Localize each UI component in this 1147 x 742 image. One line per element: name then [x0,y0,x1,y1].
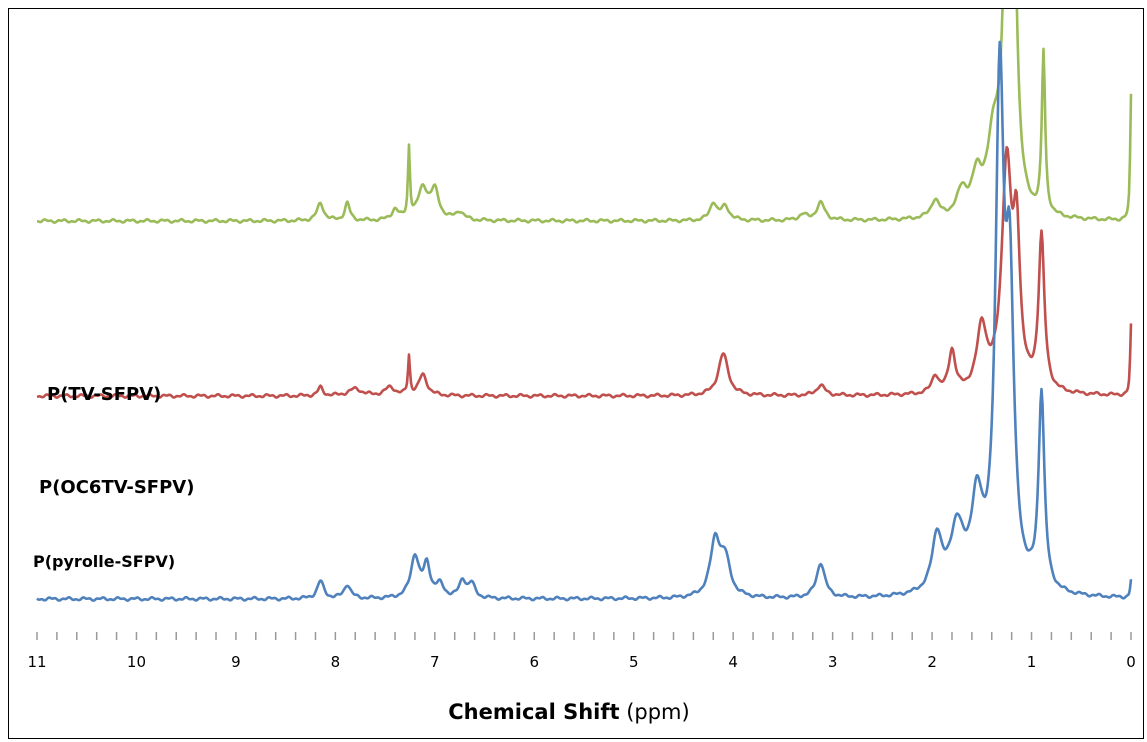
x-tick-label: 3 [828,653,838,671]
series-label-tv-sfpv: P(TV-SFPV) [47,384,161,405]
x-tick-label: 9 [231,653,241,671]
x-tick-label: 4 [728,653,738,671]
x-tick-label: 2 [927,653,937,671]
x-tick-label: 8 [331,653,341,671]
nmr-spectrum-chart: P(TV-SFPV) P(OC6TV-SFPV) P(pyrolle-SFPV)… [27,9,1136,724]
x-axis-title-unit: (ppm) [620,700,690,724]
x-tick-label: 0 [1126,653,1136,671]
x-tick-label: 5 [629,653,639,671]
x-axis-title: Chemical Shift (ppm) [448,700,689,724]
series-line-p-tv-sfpv [36,9,1133,224]
x-axis-title-main: Chemical Shift [448,700,619,724]
series-line-p-pyrolle-sfpv [36,40,1133,602]
series-traces [36,9,1133,602]
series-label-pyrolle-sfpv: P(pyrolle-SFPV) [33,552,175,571]
x-axis-ticks [36,632,1132,640]
series-line-p-oc6tv-sfpv [36,145,1133,400]
x-tick-label: 1 [1027,653,1037,671]
x-tick-label: 11 [27,653,46,671]
x-tick-label: 6 [529,653,539,671]
series-label-oc6tv-sfpv: P(OC6TV-SFPV) [39,477,194,498]
x-tick-label: 7 [430,653,440,671]
chart-frame: P(TV-SFPV) P(OC6TV-SFPV) P(pyrolle-SFPV)… [8,8,1144,739]
x-tick-label: 10 [127,653,146,671]
